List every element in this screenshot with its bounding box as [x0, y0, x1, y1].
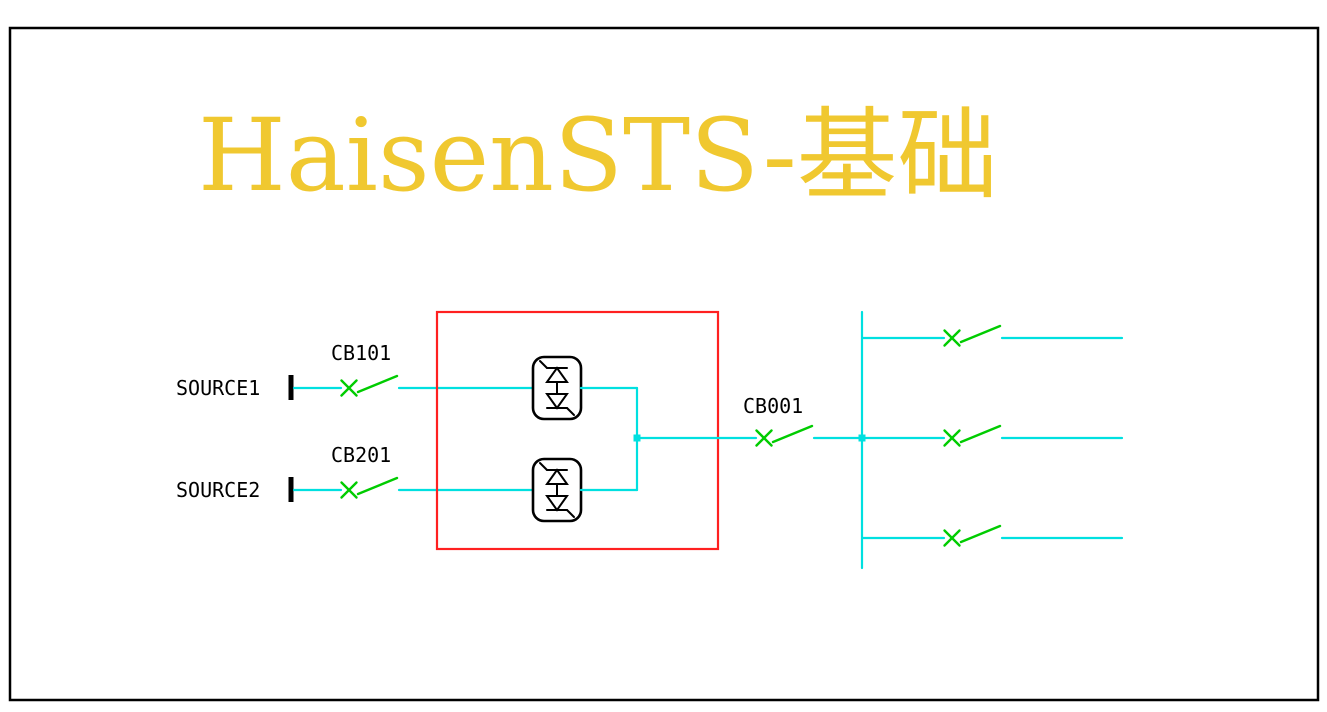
cb201-label: CB201 — [331, 443, 391, 467]
breaker-cb101 — [340, 374, 399, 397]
thyristor-triangle-down — [545, 495, 569, 512]
thyristor-triangle-up — [545, 468, 569, 485]
breaker-contact-cross — [340, 379, 358, 397]
thyristor-gate — [539, 462, 548, 471]
breaker-contact-cross — [943, 529, 961, 547]
thyristor-module-top — [531, 355, 583, 421]
breaker-cb201 — [340, 476, 399, 499]
source1-label: SOURCE1 — [176, 376, 260, 400]
source2-feeder: SOURCE2 CB201 — [176, 443, 535, 502]
breaker-blade — [771, 424, 814, 444]
load-branch-2 — [861, 424, 1124, 447]
breaker-blade — [959, 524, 1002, 544]
breaker-blade — [356, 374, 399, 394]
branch-breaker-3 — [943, 524, 1002, 547]
breaker-contact-cross — [943, 329, 961, 347]
drawing-title: HaisenSTS-基础 — [198, 97, 998, 214]
source1-feeder: SOURCE1 CB101 — [176, 341, 535, 400]
thyristor-triangle-up — [545, 366, 569, 383]
source2-label: SOURCE2 — [176, 478, 260, 502]
branch-breaker-1 — [943, 324, 1002, 347]
thyristor-gate — [539, 360, 548, 369]
sts-enclosure-box — [435, 310, 720, 551]
breaker-contact-cross — [755, 429, 773, 447]
branch-breaker-2 — [943, 424, 1002, 447]
breaker-blade — [356, 476, 399, 496]
drawing-border — [8, 26, 1320, 702]
breaker-blade — [959, 324, 1002, 344]
cb101-label: CB101 — [331, 341, 391, 365]
breaker-contact-cross — [340, 481, 358, 499]
breaker-contact-cross — [943, 429, 961, 447]
cb001-label: CB001 — [743, 394, 803, 418]
thyristor-module-bottom — [531, 457, 583, 523]
load-branch-1 — [861, 324, 1124, 347]
thyristor-gate — [566, 407, 575, 416]
sts-output-wiring — [579, 386, 641, 492]
thyristor-triangle-down — [545, 393, 569, 410]
thyristor-gate — [566, 509, 575, 518]
load-branch-3 — [861, 524, 1124, 547]
breaker-cb001 — [755, 424, 814, 447]
breaker-blade — [959, 424, 1002, 444]
output-feeder: CB001 — [635, 394, 863, 447]
